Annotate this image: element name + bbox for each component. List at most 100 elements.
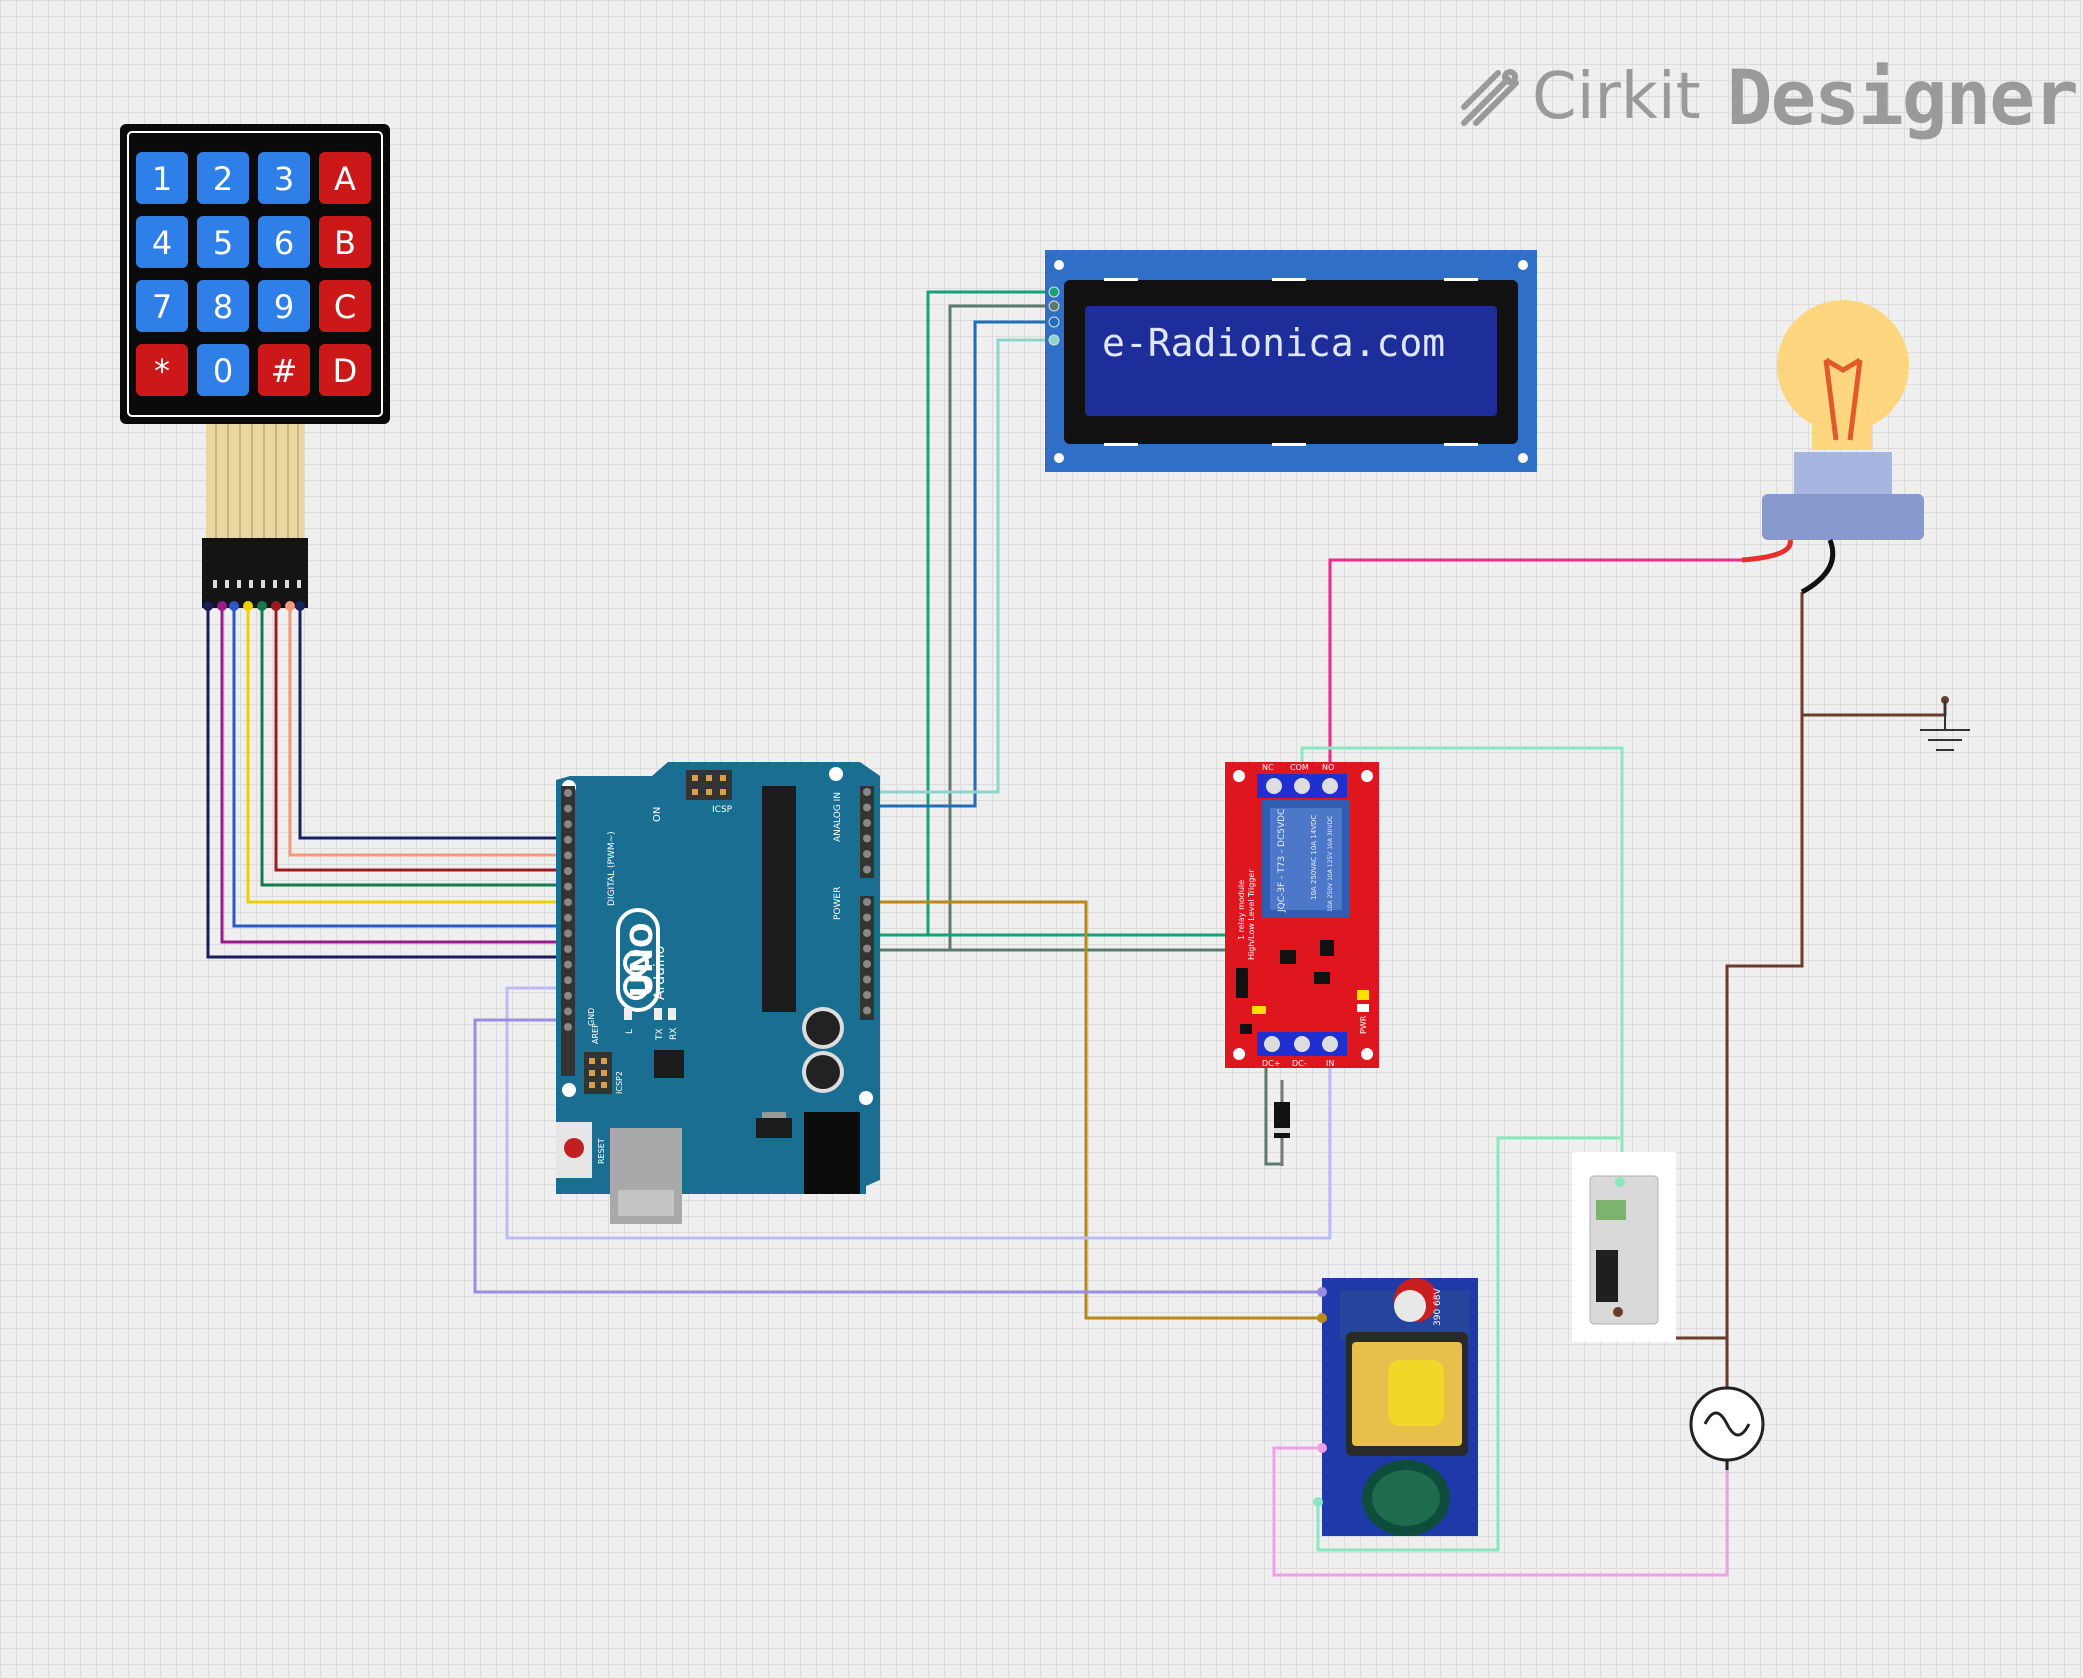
arduino-uno[interactable]: ICSP UNO Arduino DIGITAL (PWM~) ANALOG I… bbox=[556, 762, 880, 1224]
keypad-key[interactable] bbox=[258, 280, 310, 332]
keypad-key[interactable] bbox=[319, 344, 371, 396]
digital-pin[interactable] bbox=[564, 820, 572, 829]
power-pin[interactable] bbox=[863, 913, 871, 922]
digital-pin[interactable] bbox=[564, 976, 572, 985]
terminal-com[interactable] bbox=[1294, 778, 1310, 794]
digital-pin[interactable] bbox=[564, 929, 572, 938]
wire-keypad-3[interactable] bbox=[274, 606, 568, 872]
keypad-key[interactable] bbox=[136, 280, 188, 332]
ac-source[interactable] bbox=[1689, 1385, 1765, 1470]
wire-keypad-8[interactable] bbox=[206, 606, 568, 959]
wire-gnd-psu[interactable] bbox=[473, 1018, 1322, 1294]
keypad-key[interactable] bbox=[197, 280, 249, 332]
psu-pin-4[interactable] bbox=[1313, 1497, 1323, 1507]
circuit-breaker[interactable] bbox=[1572, 1152, 1676, 1342]
digital-pin[interactable] bbox=[564, 851, 572, 860]
wire-pin13-relay[interactable] bbox=[505, 986, 1332, 1240]
digital-pins[interactable] bbox=[564, 789, 572, 1031]
terminal-dcplus[interactable] bbox=[1264, 1036, 1280, 1052]
analog-pin[interactable] bbox=[863, 788, 871, 796]
keypad-key[interactable] bbox=[197, 344, 249, 396]
power-pin[interactable] bbox=[863, 898, 871, 906]
analog-pin[interactable] bbox=[863, 850, 871, 858]
power-pin[interactable] bbox=[863, 960, 871, 968]
keypad-key[interactable] bbox=[136, 344, 188, 396]
keypad-key[interactable] bbox=[319, 152, 371, 204]
digital-pin[interactable] bbox=[564, 913, 572, 922]
keypad-key[interactable] bbox=[197, 216, 249, 268]
svg-text:UNO: UNO bbox=[625, 923, 660, 998]
wire-lcd-sda[interactable] bbox=[866, 320, 1054, 808]
svg-text:COM: COM bbox=[1290, 763, 1309, 772]
wire-lcd-gnd[interactable] bbox=[866, 290, 1054, 937]
keypad-key[interactable] bbox=[319, 216, 371, 268]
keypad-key[interactable] bbox=[258, 344, 310, 396]
breaker-terminal-top[interactable] bbox=[1615, 1177, 1625, 1187]
digital-pin[interactable] bbox=[564, 1023, 572, 1031]
digital-pin[interactable] bbox=[564, 898, 572, 907]
power-pin[interactable] bbox=[863, 991, 871, 999]
relay-module[interactable]: NC COM NO JQC-3F - T73 - DC5VDC 10A 250V… bbox=[1225, 762, 1379, 1068]
keypad-key[interactable] bbox=[197, 152, 249, 204]
keypad-key[interactable] bbox=[319, 280, 371, 332]
psu-pin-3[interactable] bbox=[1317, 1443, 1327, 1453]
wire-keypad-7[interactable] bbox=[220, 606, 568, 944]
digital-pin[interactable] bbox=[564, 882, 572, 891]
analog-pin[interactable] bbox=[863, 803, 871, 812]
power-pin[interactable] bbox=[863, 929, 871, 937]
terminal-no[interactable] bbox=[1322, 778, 1338, 794]
wire-lamp-neutral[interactable] bbox=[1725, 592, 1804, 1385]
lcd-text: e-Radionica.com bbox=[1102, 321, 1445, 365]
wire-keypad-4[interactable] bbox=[260, 606, 568, 887]
digital-pin[interactable] bbox=[564, 835, 572, 844]
svg-text:TX: TX bbox=[655, 1028, 665, 1041]
light-bulb[interactable] bbox=[1741, 300, 1924, 595]
keypad-key-label: C bbox=[334, 288, 356, 326]
terminal-nc[interactable] bbox=[1266, 778, 1282, 794]
wire-ac-psu[interactable] bbox=[1272, 1446, 1729, 1577]
wire-keypad-2[interactable] bbox=[288, 606, 568, 857]
wire-keypad-6[interactable] bbox=[232, 606, 568, 928]
wire-relay-dcplus[interactable] bbox=[866, 933, 1274, 1046]
psu-pin-2[interactable] bbox=[1317, 1313, 1327, 1323]
right-pins[interactable] bbox=[863, 788, 871, 1015]
power-pin[interactable] bbox=[863, 975, 871, 984]
digital-pin[interactable] bbox=[564, 867, 572, 875]
wire-relay-in[interactable] bbox=[866, 948, 1284, 1166]
wire-lcd-vcc[interactable] bbox=[866, 304, 1054, 952]
breaker-terminal-bottom[interactable] bbox=[1613, 1307, 1623, 1317]
wire-lamp-ground[interactable] bbox=[1802, 700, 1947, 717]
wire-keypad-5[interactable] bbox=[246, 606, 568, 904]
dc-jack[interactable] bbox=[804, 1112, 860, 1194]
power-pin[interactable] bbox=[863, 1006, 871, 1015]
wire-relay-no-lamp[interactable] bbox=[1328, 558, 1742, 785]
wire-vin-psu[interactable] bbox=[866, 900, 1322, 1320]
keypad-key[interactable] bbox=[136, 216, 188, 268]
analog-pin[interactable] bbox=[863, 819, 871, 827]
wire-breaker-psu[interactable] bbox=[1316, 1136, 1620, 1552]
analog-pin[interactable] bbox=[863, 834, 871, 843]
wire-lcd-scl[interactable] bbox=[866, 338, 1054, 794]
power-pin[interactable] bbox=[863, 944, 871, 953]
terminal-in[interactable] bbox=[1322, 1036, 1338, 1052]
terminal-dcminus[interactable] bbox=[1294, 1036, 1310, 1052]
diode[interactable] bbox=[1274, 1080, 1290, 1166]
infinity-icon bbox=[623, 950, 649, 1000]
lcd-display[interactable]: e-Radionica.com bbox=[1045, 250, 1537, 472]
wire-keypad-1[interactable] bbox=[298, 606, 568, 840]
digital-pin[interactable] bbox=[564, 1007, 572, 1016]
analog-pin[interactable] bbox=[863, 865, 871, 874]
keypad-key[interactable] bbox=[258, 152, 310, 204]
digital-pin[interactable] bbox=[564, 945, 572, 953]
lcd-pins[interactable] bbox=[1048, 286, 1060, 346]
digital-pin[interactable] bbox=[564, 960, 572, 969]
keypad-key[interactable] bbox=[258, 216, 310, 268]
digital-pin[interactable] bbox=[564, 804, 572, 813]
psu-pin-1[interactable] bbox=[1317, 1287, 1327, 1297]
psu-module[interactable]: 390 68V bbox=[1313, 1278, 1478, 1536]
keypad-key-label: 1 bbox=[152, 160, 172, 198]
keypad-key[interactable] bbox=[136, 152, 188, 204]
digital-pin[interactable] bbox=[564, 789, 572, 797]
digital-pin[interactable] bbox=[564, 991, 572, 1000]
